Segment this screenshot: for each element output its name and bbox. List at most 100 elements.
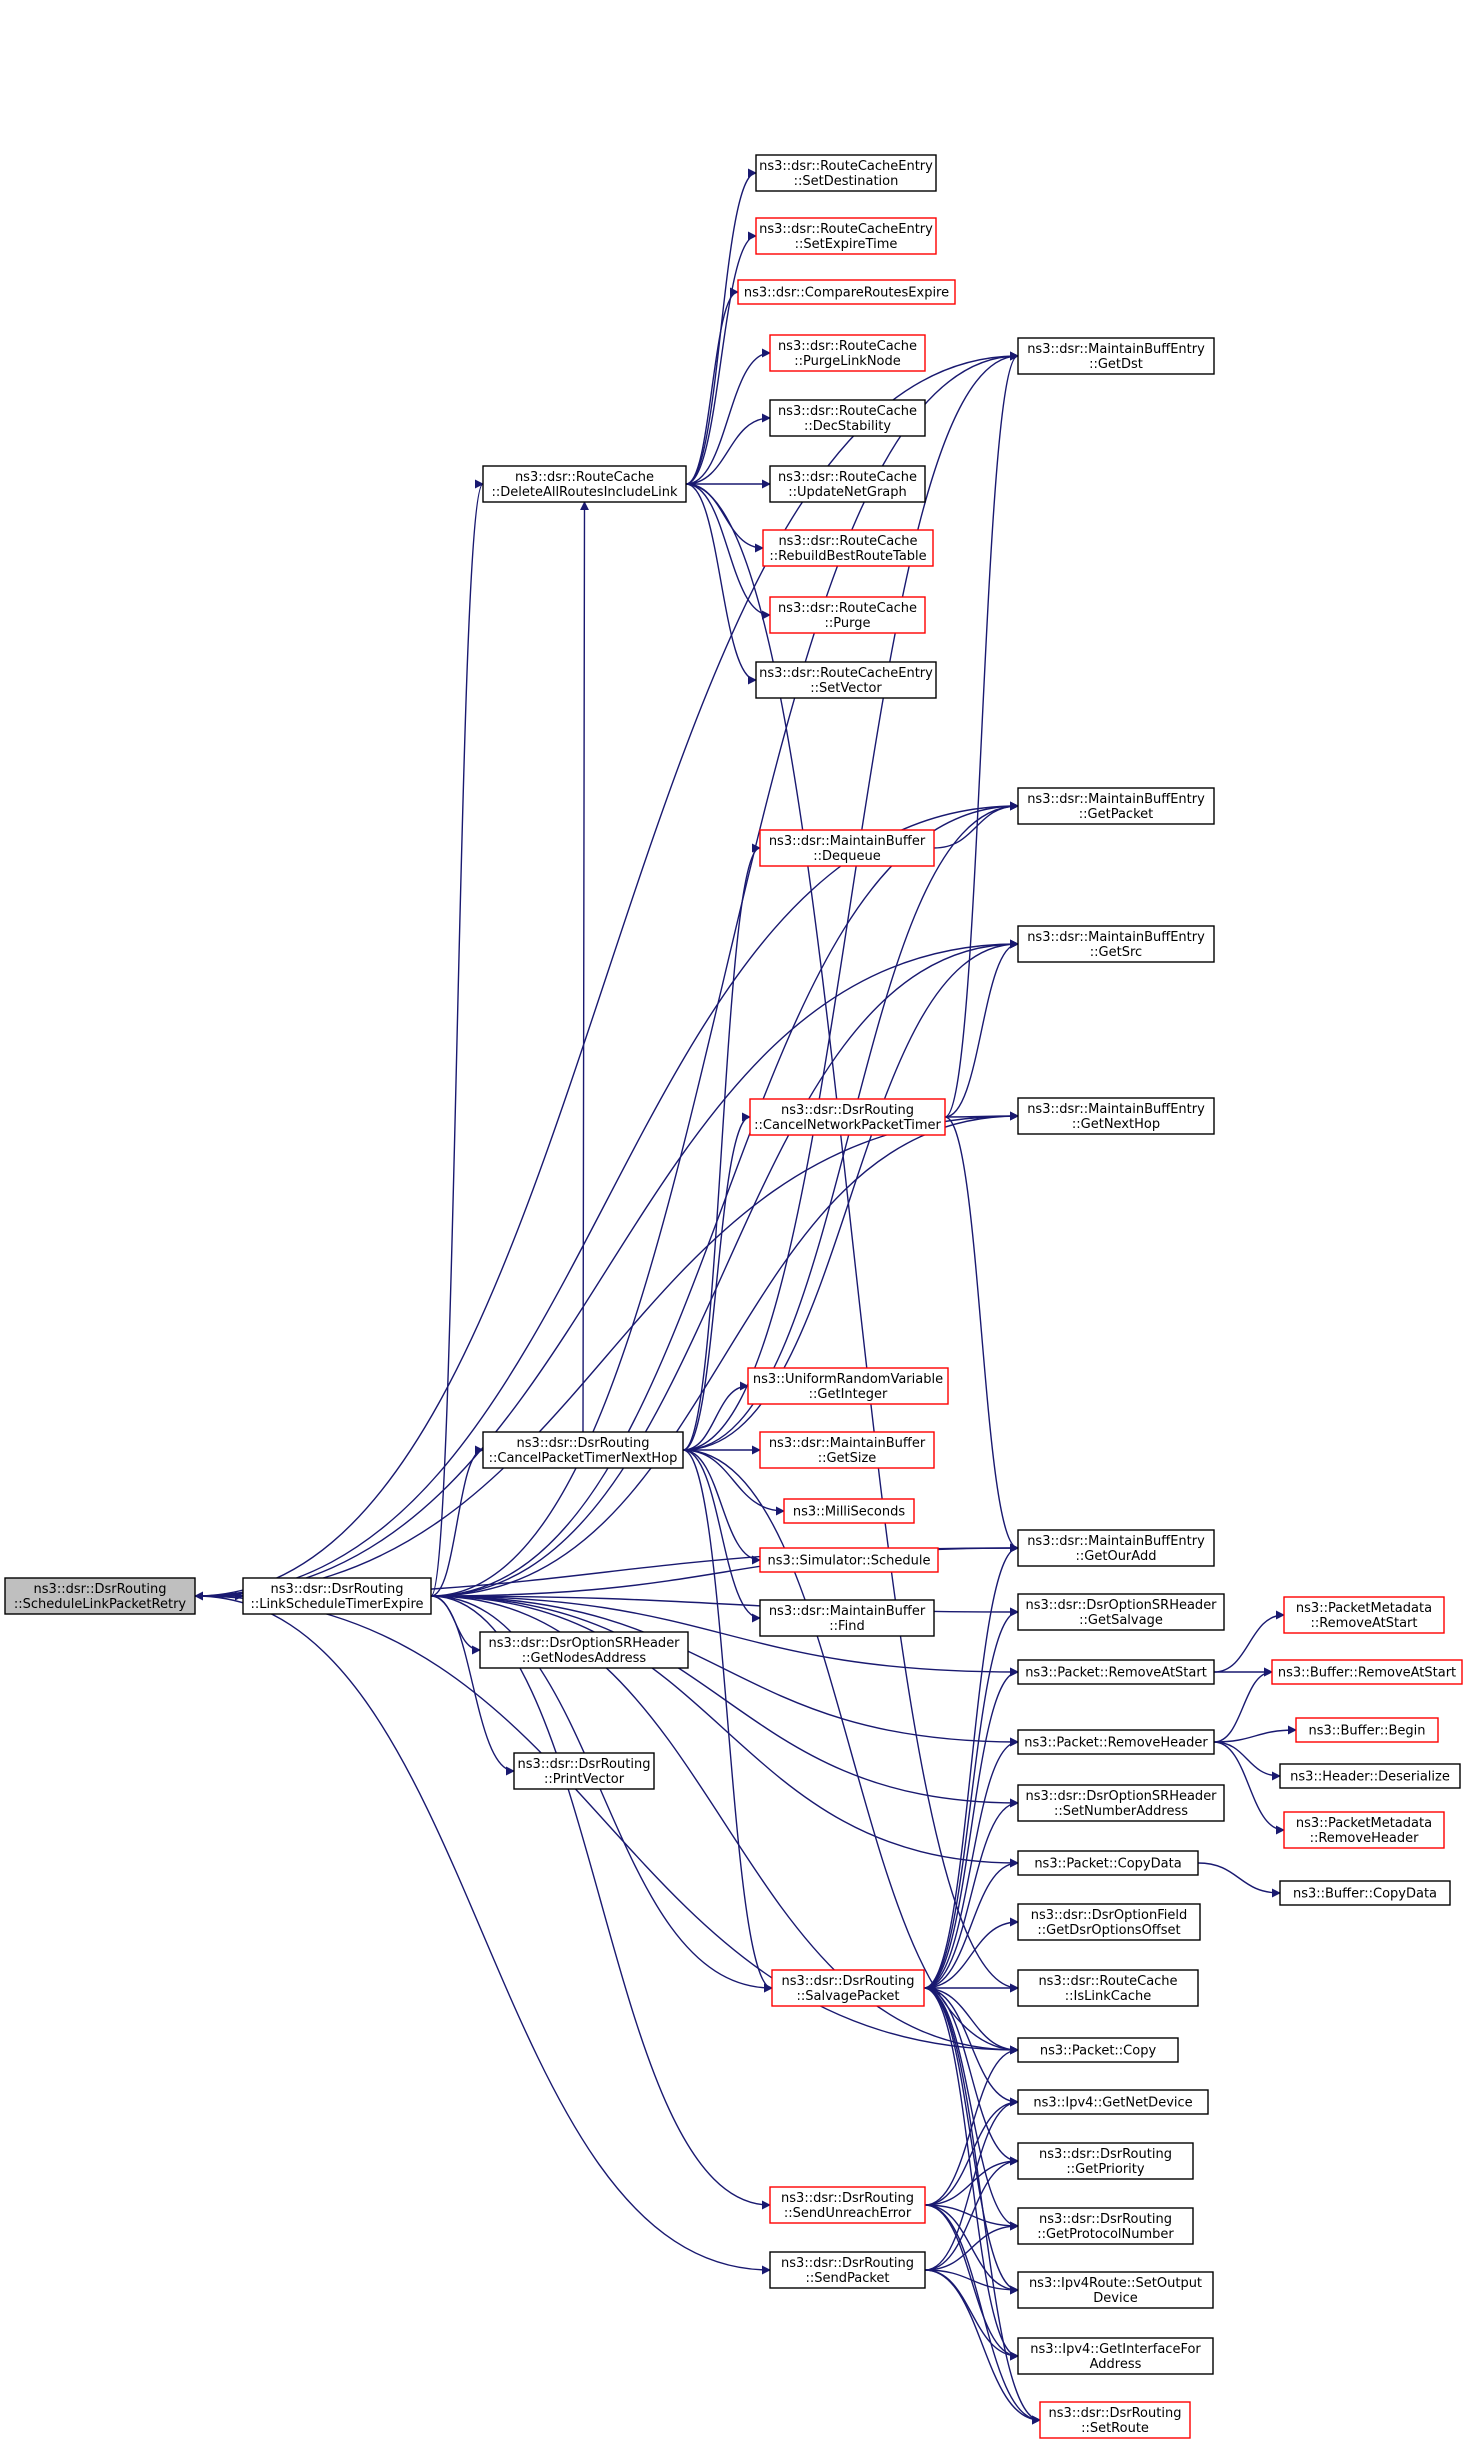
node-mb-dequeue[interactable]: ns3::dsr::MaintainBuffer::Dequeue bbox=[759, 829, 935, 867]
node-buffer-copy-data[interactable]: ns3::Buffer::CopyData bbox=[1279, 1880, 1451, 1906]
edge-link-schedule-timer-expire-to-set-number-address bbox=[430, 1595, 1019, 1808]
edge-delete-all-routes-to-is-link-cache bbox=[685, 483, 1019, 1993]
edge-delete-all-routes-to-rce-set-expire-time bbox=[685, 231, 757, 485]
edge-line bbox=[923, 1798, 1019, 1989]
node-cancel-network-packet-timer[interactable]: ns3::dsr::DsrRouting::CancelNetworkPacke… bbox=[749, 1098, 946, 1136]
edge-cancel-network-packet-timer-to-mbe-get-src bbox=[944, 939, 1019, 1118]
node-mbe-get-next-hop[interactable]: ns3::dsr::MaintainBuffEntry::GetNextHop bbox=[1017, 1097, 1215, 1135]
node-mbe-get-packet[interactable]: ns3::dsr::MaintainBuffEntry::GetPacket bbox=[1017, 787, 1215, 825]
edge-packet-remove-header-to-pm-remove-header bbox=[1213, 1741, 1285, 1835]
node-label: ns3::dsr::MaintainBuffEntry bbox=[1027, 930, 1205, 945]
node-get-priority[interactable]: ns3::dsr::DsrRouting::GetPriority bbox=[1017, 2142, 1194, 2180]
node-send-unreach-error[interactable]: ns3::dsr::DsrRouting::SendUnreachError bbox=[769, 2186, 926, 2224]
node-packet-copy-data[interactable]: ns3::Packet::CopyData bbox=[1017, 1850, 1199, 1876]
node-schedule-link-packet-retry[interactable]: ns3::dsr::DsrRouting::ScheduleLinkPacket… bbox=[4, 1577, 196, 1615]
edge-link-schedule-timer-expire-to-mbe-get-src bbox=[430, 939, 1019, 1597]
node-label: ::Find bbox=[829, 1619, 864, 1634]
node-buffer-begin[interactable]: ns3::Buffer::Begin bbox=[1295, 1717, 1439, 1743]
edge-line bbox=[430, 1595, 1019, 2055]
node-label: ::RemoveHeader bbox=[1310, 1831, 1420, 1846]
edge-cancel-packet-timer-next-hop-to-mbe-get-dst bbox=[682, 351, 1019, 1451]
node-delete-all-routes[interactable]: ns3::dsr::RouteCache::DeleteAllRoutesInc… bbox=[482, 465, 687, 503]
node-packet-remove-at-start[interactable]: ns3::Packet::RemoveAtStart bbox=[1017, 1659, 1215, 1685]
edge-line bbox=[924, 2097, 1019, 2206]
node-mbe-get-src[interactable]: ns3::dsr::MaintainBuffEntry::GetSrc bbox=[1017, 925, 1215, 963]
node-send-packet[interactable]: ns3::dsr::DsrRouting::SendPacket bbox=[769, 2251, 926, 2289]
node-label: ns3::dsr::MaintainBuffEntry bbox=[1027, 1534, 1205, 1549]
edge-cancel-packet-timer-next-hop-to-mb-dequeue bbox=[682, 843, 761, 1451]
node-label: ::DecStability bbox=[804, 419, 891, 434]
node-label: ::GetDst bbox=[1089, 357, 1143, 372]
edge-salvage-packet-to-packet-copy bbox=[923, 1987, 1019, 2055]
edge-line bbox=[579, 501, 589, 1433]
node-dec-stability[interactable]: ns3::dsr::RouteCache::DecStability bbox=[769, 399, 926, 437]
node-update-net-graph[interactable]: ns3::dsr::RouteCache::UpdateNetGraph bbox=[769, 465, 926, 503]
node-box bbox=[769, 596, 926, 634]
node-box bbox=[1039, 2401, 1191, 2439]
node-compare-routes-expire[interactable]: ns3::dsr::CompareRoutesExpire bbox=[737, 279, 956, 305]
node-label: ns3::dsr::DsrRouting bbox=[782, 1974, 915, 1989]
node-print-vector[interactable]: ns3::dsr::DsrRouting::PrintVector bbox=[513, 1752, 655, 1790]
node-get-salvage[interactable]: ns3::dsr::DsrOptionSRHeader::GetSalvage bbox=[1017, 1593, 1225, 1631]
node-label: ::SetNumberAddress bbox=[1054, 1804, 1188, 1819]
edge-line bbox=[923, 1987, 1019, 2055]
node-ipv4-get-net-device[interactable]: ns3::Ipv4::GetNetDevice bbox=[1017, 2089, 1209, 2115]
node-box bbox=[771, 1969, 925, 2007]
node-mbe-get-our-add[interactable]: ns3::dsr::MaintainBuffEntry::GetOurAdd bbox=[1017, 1529, 1215, 1567]
edge-line bbox=[194, 1595, 1019, 2055]
node-is-link-cache[interactable]: ns3::dsr::RouteCache::IsLinkCache bbox=[1017, 1969, 1199, 2007]
edge-line bbox=[923, 1987, 1019, 2166]
edge-salvage-packet-to-get-dsr-options-offset bbox=[923, 1917, 1019, 1989]
edge-link-schedule-timer-expire-to-packet-copy-data bbox=[430, 1595, 1019, 1868]
node-get-dsr-options-offset[interactable]: ns3::dsr::DsrOptionField::GetDsrOptionsO… bbox=[1017, 1903, 1201, 1941]
edge-schedule-link-packet-retry-to-mbe-get-next-hop bbox=[194, 1111, 1019, 1597]
node-cancel-packet-timer-next-hop[interactable]: ns3::dsr::DsrRouting::CancelPacketTimerN… bbox=[482, 1431, 684, 1469]
node-box bbox=[1295, 1717, 1439, 1743]
node-mbe-get-dst[interactable]: ns3::dsr::MaintainBuffEntry::GetDst bbox=[1017, 337, 1215, 375]
node-rce-set-expire-time[interactable]: ns3::dsr::RouteCacheEntry::SetExpireTime bbox=[755, 217, 937, 255]
node-pm-remove-at-start[interactable]: ns3::PacketMetadata::RemoveAtStart bbox=[1283, 1596, 1445, 1634]
node-label: ns3::dsr::RouteCache bbox=[515, 470, 654, 485]
node-set-route[interactable]: ns3::dsr::DsrRouting::SetRoute bbox=[1039, 2401, 1191, 2439]
node-label: ::GetInteger bbox=[809, 1387, 888, 1402]
edge-link-schedule-timer-expire-to-print-vector bbox=[430, 1595, 515, 1776]
edge-line bbox=[430, 1595, 1019, 1808]
node-rc-purge[interactable]: ns3::dsr::RouteCache::Purge bbox=[769, 596, 926, 634]
node-box bbox=[1017, 925, 1215, 963]
node-pm-remove-header[interactable]: ns3::PacketMetadata::RemoveHeader bbox=[1283, 1811, 1445, 1849]
node-label: ns3::dsr::MaintainBuffer bbox=[769, 834, 926, 849]
node-mb-find[interactable]: ns3::dsr::MaintainBuffer::Find bbox=[759, 1599, 935, 1637]
node-uniform-get-integer[interactable]: ns3::UniformRandomVariable::GetInteger bbox=[747, 1367, 949, 1405]
edge-salvage-packet-to-get-priority bbox=[923, 1987, 1019, 2166]
node-rce-set-vector[interactable]: ns3::dsr::RouteCacheEntry::SetVector bbox=[755, 661, 937, 699]
node-rebuild-best-route-table[interactable]: ns3::dsr::RouteCache::RebuildBestRouteTa… bbox=[762, 529, 934, 567]
node-milliseconds[interactable]: ns3::MilliSeconds bbox=[783, 1498, 915, 1524]
node-box bbox=[1283, 1596, 1445, 1634]
node-box bbox=[755, 661, 937, 699]
edge-salvage-packet-to-ipv4-get-net-device bbox=[923, 1987, 1019, 2107]
node-simulator-schedule[interactable]: ns3::Simulator::Schedule bbox=[759, 1547, 939, 1573]
node-buffer-remove-at-start[interactable]: ns3::Buffer::RemoveAtStart bbox=[1271, 1659, 1463, 1685]
node-link-schedule-timer-expire[interactable]: ns3::dsr::DsrRouting::LinkScheduleTimerE… bbox=[242, 1577, 432, 1615]
node-salvage-packet[interactable]: ns3::dsr::DsrRouting::SalvagePacket bbox=[771, 1969, 925, 2007]
node-get-protocol-number[interactable]: ns3::dsr::DsrRouting::GetProtocolNumber bbox=[1017, 2207, 1194, 2245]
node-purge-link-node[interactable]: ns3::dsr::RouteCache::PurgeLinkNode bbox=[769, 334, 926, 372]
node-box bbox=[769, 2251, 926, 2289]
edge-line bbox=[1213, 1741, 1285, 1835]
edge-line bbox=[944, 351, 1019, 1118]
node-box bbox=[1017, 787, 1215, 825]
node-header-deserialize[interactable]: ns3::Header::Deserialize bbox=[1279, 1763, 1461, 1789]
edge-line bbox=[924, 2204, 1041, 2425]
node-set-number-address[interactable]: ns3::dsr::DsrOptionSRHeader::SetNumberAd… bbox=[1017, 1784, 1225, 1822]
node-label: ::GetDsrOptionsOffset bbox=[1037, 1923, 1180, 1938]
node-rce-set-destination[interactable]: ns3::dsr::RouteCacheEntry::SetDestinatio… bbox=[755, 154, 937, 192]
node-packet-remove-header[interactable]: ns3::Packet::RemoveHeader bbox=[1017, 1729, 1215, 1755]
node-mb-get-size[interactable]: ns3::dsr::MaintainBuffer::GetSize bbox=[759, 1431, 935, 1469]
edge-cancel-packet-timer-next-hop-to-delete-all-routes bbox=[579, 501, 589, 1433]
node-get-nodes-address[interactable]: ns3::dsr::DsrOptionSRHeader::GetNodesAdd… bbox=[479, 1631, 689, 1669]
node-packet-copy[interactable]: ns3::Packet::Copy bbox=[1017, 2037, 1179, 2063]
node-label: ::UpdateNetGraph bbox=[788, 485, 907, 500]
edge-salvage-packet-to-get-protocol-number bbox=[923, 1987, 1019, 2231]
